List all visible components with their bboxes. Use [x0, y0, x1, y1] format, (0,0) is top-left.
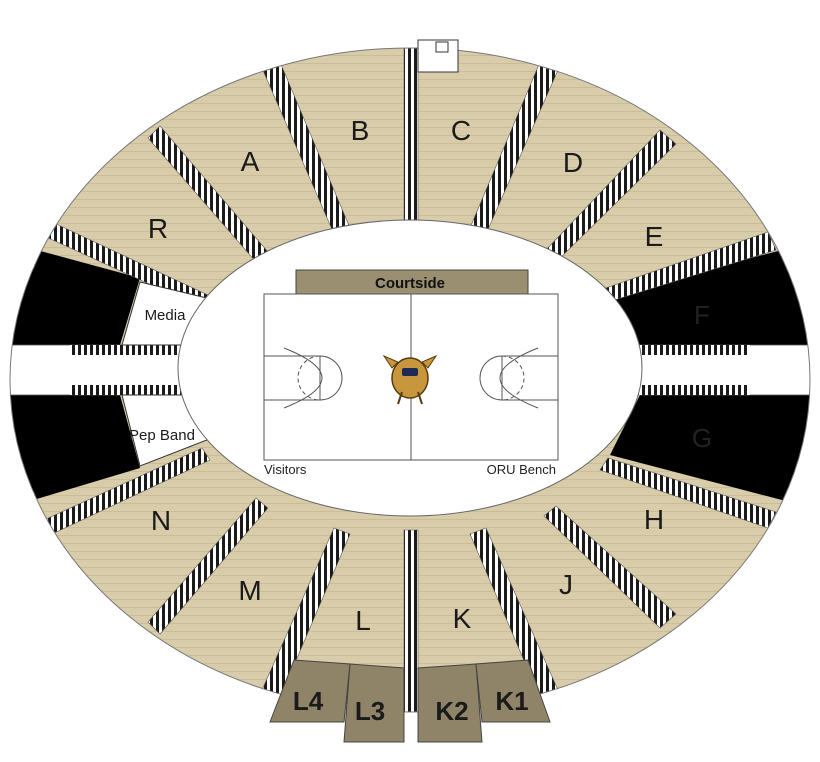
- west-tunnel-steps-bottom: [70, 385, 220, 395]
- section-west-upper-dark: [10, 240, 140, 345]
- west-tunnel-steps-top: [70, 345, 220, 355]
- pep-band-label: Pep Band: [129, 427, 195, 444]
- section-N[interactable]: N: [151, 505, 171, 536]
- section-A[interactable]: A: [241, 146, 260, 177]
- visitors-label: Visitors: [264, 462, 307, 477]
- section-M[interactable]: M: [238, 575, 261, 606]
- box-L4-label: L4: [293, 686, 324, 716]
- section-B[interactable]: B: [351, 115, 370, 146]
- media-label: Media: [145, 307, 187, 324]
- section-K[interactable]: K: [453, 603, 472, 634]
- east-tunnel-steps-bottom: [610, 385, 750, 395]
- box-seats: [269, 659, 551, 743]
- section-R[interactable]: R: [148, 213, 168, 244]
- box-K2-label: K2: [435, 696, 468, 726]
- home-bench-label: ORU Bench: [487, 462, 556, 477]
- section-west-lower-dark: [10, 395, 140, 510]
- east-tunnel-steps-top: [610, 345, 750, 355]
- section-F[interactable]: F: [694, 300, 710, 330]
- section-H[interactable]: H: [644, 504, 664, 535]
- section-J[interactable]: J: [559, 569, 573, 600]
- section-F-region[interactable]: [610, 240, 820, 345]
- box-L3[interactable]: [343, 663, 405, 743]
- box-K1[interactable]: [475, 659, 551, 723]
- golden-eagle-mascot-icon: [382, 354, 438, 405]
- courtside-label: Courtside: [375, 275, 445, 292]
- aisles: [43, 48, 777, 712]
- section-G[interactable]: G: [692, 423, 712, 453]
- courtside-section[interactable]: [295, 269, 529, 295]
- section-G-region[interactable]: [610, 395, 820, 510]
- stairs-icon: [417, 39, 459, 73]
- box-K1-label: K1: [495, 686, 528, 716]
- section-D[interactable]: D: [563, 147, 583, 178]
- section-E[interactable]: E: [645, 221, 664, 252]
- box-L3-label: L3: [355, 696, 385, 726]
- section-L[interactable]: L: [355, 605, 371, 636]
- section-C[interactable]: C: [451, 115, 471, 146]
- bowl-outline: [9, 47, 811, 713]
